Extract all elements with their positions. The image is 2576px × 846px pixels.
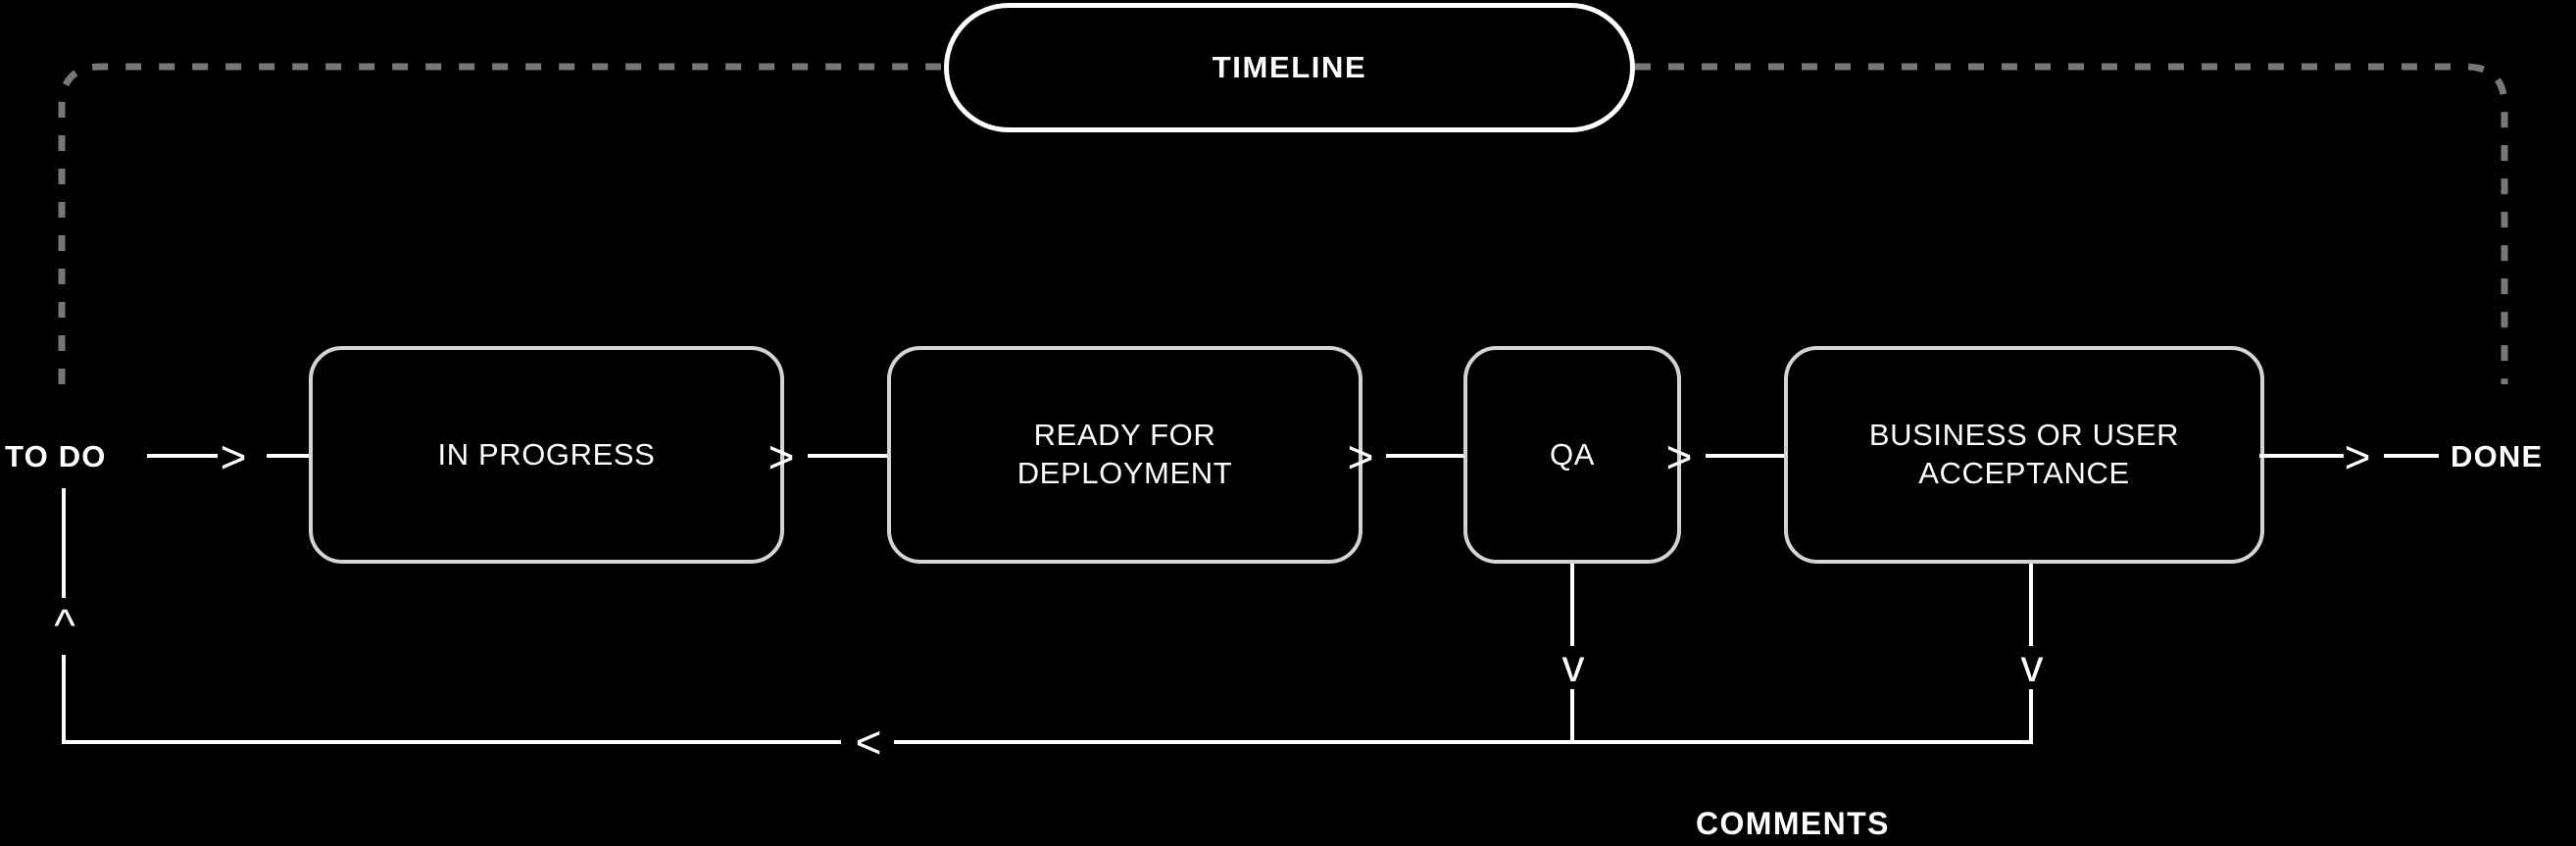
arrow-right-icon-in-progress: > <box>768 431 795 482</box>
arrow-down-icon-acceptance: v <box>2020 640 2044 691</box>
arrow-right-icon-done: > <box>2344 431 2371 482</box>
arrow-up-icon-to-todo: ^ <box>54 600 75 651</box>
arrow-right-icon-qa: > <box>1665 431 1693 482</box>
connector-todo-to-arrow <box>147 454 218 458</box>
feedback-leg-acceptance-upper <box>2029 564 2033 646</box>
stage-box-ready-for-deployment[interactable]: READY FOR DEPLOYMENT <box>887 346 1362 564</box>
stage-box-in-progress[interactable]: IN PROGRESS <box>309 346 784 564</box>
timeline-pill[interactable]: TIMELINE <box>944 3 1635 132</box>
feedback-rail-left <box>62 740 841 744</box>
connector-arrow-to-done <box>2384 454 2439 458</box>
stage-label-qa: QA <box>1550 436 1595 472</box>
start-label-to-do: TO DO <box>5 439 107 473</box>
feedback-rail-right <box>894 740 2031 744</box>
stage-box-business-or-user-acceptance[interactable]: BUSINESS OR USER ACCEPTANCE <box>1784 346 2264 564</box>
feedback-leg-qa-lower <box>1570 689 1574 744</box>
stage-label-ready-for-deployment: READY FOR DEPLOYMENT <box>1016 418 1233 490</box>
connector-in-progress-to-ready <box>808 454 891 458</box>
arrow-right-icon-ready-for-deployment: > <box>1347 431 1374 482</box>
stage-label-business-or-user-acceptance: BUSINESS OR USER ACCEPTANCE <box>1868 418 2180 490</box>
arrow-right-icon-todo: > <box>220 431 247 482</box>
connector-qa-to-acceptance <box>1706 454 1789 458</box>
connector-arrow-to-in-progress <box>267 454 314 458</box>
end-label-done: DONE <box>2451 439 2544 473</box>
feedback-leg-acceptance-lower <box>2029 689 2033 744</box>
arrow-down-icon-qa: v <box>1561 640 1585 691</box>
connector-acceptance-to-arrow <box>2259 454 2344 458</box>
feedback-stem-todo-lower <box>62 655 66 744</box>
feedback-stem-todo-upper <box>62 488 66 598</box>
timeline-label: TIMELINE <box>1212 50 1367 84</box>
arrow-left-icon-merge: < <box>855 717 882 768</box>
connector-ready-to-qa <box>1386 454 1468 458</box>
feedback-leg-qa-upper <box>1570 564 1574 646</box>
stage-label-in-progress: IN PROGRESS <box>437 436 656 472</box>
stage-box-qa[interactable]: QA <box>1463 346 1681 564</box>
feedback-caption-comments: COMMENTS <box>1696 806 1890 841</box>
